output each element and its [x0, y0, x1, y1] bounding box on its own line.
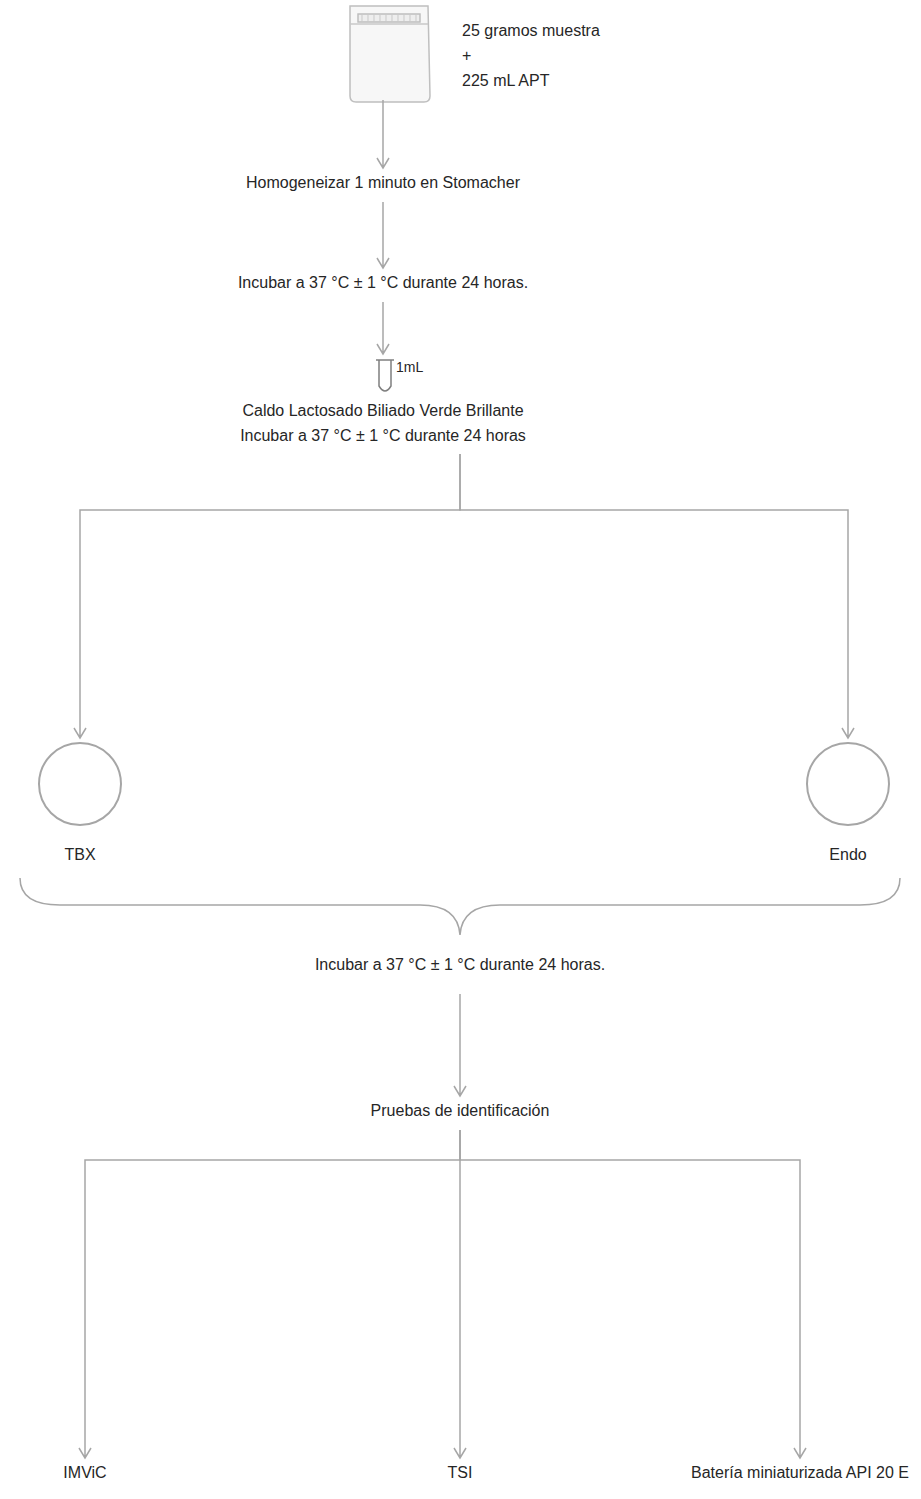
flow-arrow: [377, 202, 389, 268]
step-text: Incubar a 37 °C ± 1 °C durante 24 horas.: [315, 954, 605, 976]
tube-node: 1mLCaldo Lactosado Biliado Verde Brillan…: [123, 358, 643, 448]
step-label: Incubar a 37 °C ± 1 °C durante 24 horas.: [315, 954, 605, 976]
step-text: Incubar a 37 °C ± 1 °C durante 24 horas: [123, 423, 643, 448]
step-text: Homogeneizar 1 minuto en Stomacher: [246, 172, 520, 194]
sample-bag-node: 25 gramos muestra+225 mL APT: [345, 6, 600, 96]
flow-arrow: [377, 302, 389, 354]
flow-arrow: [460, 1130, 806, 1458]
step-text: Batería miniaturizada API 20 E: [691, 1462, 909, 1484]
agar-plate: Endo: [798, 742, 898, 866]
step-text: +: [462, 43, 600, 68]
step-label: TSI: [448, 1462, 473, 1484]
step-label: IMViC: [63, 1462, 106, 1484]
plate-circle: [38, 742, 122, 826]
flow-arrow: [74, 454, 460, 738]
step-label: Batería miniaturizada API 20 E: [691, 1462, 909, 1484]
step-text: Endo: [798, 844, 898, 866]
step-text: Caldo Lactosado Biliado Verde Brillante: [123, 398, 643, 423]
step-text: IMViC: [63, 1462, 106, 1484]
step-text: Incubar a 37 °C ± 1 °C durante 24 horas.: [238, 272, 528, 294]
stomacher-bag: [350, 6, 430, 102]
test-tube: [376, 360, 394, 391]
flow-arrow: [454, 994, 466, 1096]
step-label: Pruebas de identificación: [371, 1100, 550, 1122]
step-text: 25 gramos muestra: [462, 18, 600, 43]
step-text: Pruebas de identificación: [371, 1100, 550, 1122]
step-label: Incubar a 37 °C ± 1 °C durante 24 horas.: [238, 272, 528, 294]
step-text: 225 mL APT: [462, 68, 600, 93]
step-label: Homogeneizar 1 minuto en Stomacher: [246, 172, 520, 194]
flow-arrow: [79, 1130, 460, 1458]
step-text: 1mL: [123, 358, 643, 398]
flow-arrow: [460, 454, 854, 738]
flow-arrow: [377, 100, 389, 168]
agar-plate: TBX: [30, 742, 130, 866]
flow-arrow: [454, 1130, 466, 1458]
plate-circle: [806, 742, 890, 826]
step-text: TBX: [30, 844, 130, 866]
bracket: [20, 878, 900, 935]
step-text: TSI: [448, 1462, 473, 1484]
